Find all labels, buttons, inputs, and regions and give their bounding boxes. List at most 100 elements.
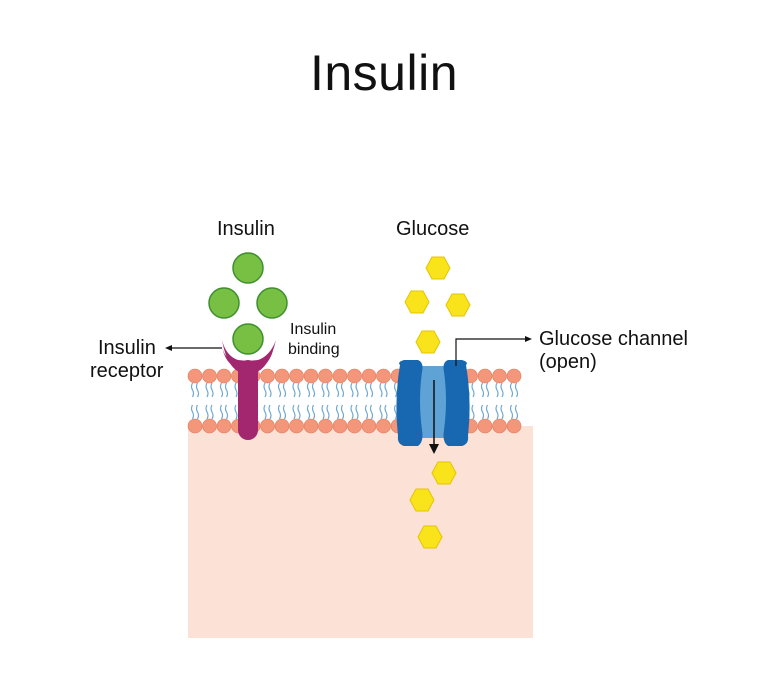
lipid-tail bbox=[480, 382, 485, 398]
lipid-tail bbox=[219, 404, 224, 420]
glucose-molecule bbox=[431, 461, 457, 485]
lipid-tail bbox=[190, 382, 195, 398]
lipid-tail bbox=[224, 382, 229, 398]
lipid-tail bbox=[205, 404, 209, 420]
lipid-tail bbox=[195, 382, 200, 398]
lipid-tail bbox=[306, 382, 311, 398]
cytoplasm bbox=[188, 426, 533, 638]
lipid-tail bbox=[355, 382, 359, 398]
lipid-tail bbox=[514, 382, 519, 398]
lipid-tail bbox=[234, 404, 238, 420]
glucose-channel-label-line2: (open) bbox=[539, 351, 597, 373]
lipid-head bbox=[318, 418, 333, 434]
lipid-head bbox=[376, 418, 391, 434]
lipid-tail bbox=[393, 382, 398, 398]
lipid-head bbox=[260, 418, 275, 434]
lipid-tail bbox=[369, 404, 374, 420]
lipid-head bbox=[187, 418, 203, 434]
lipid-head bbox=[216, 368, 232, 384]
lipid-head bbox=[216, 418, 232, 434]
lipid-tail bbox=[471, 404, 475, 420]
lipid-tail bbox=[224, 404, 229, 420]
glucose-label: Glucose bbox=[396, 218, 470, 240]
insulin-binding-label-line2: binding bbox=[288, 341, 340, 358]
lipid-tail bbox=[292, 404, 296, 420]
lipid-head bbox=[361, 368, 377, 384]
lipid-tail bbox=[277, 382, 282, 398]
lipid-tail bbox=[509, 404, 514, 420]
lipid-tail bbox=[480, 404, 485, 420]
lipid-head bbox=[332, 368, 348, 384]
lipid-tail bbox=[321, 382, 325, 398]
glucose-channel-label-line1: Glucose channel bbox=[539, 328, 688, 350]
glucose-channel-label: Glucose channel (open) bbox=[539, 328, 688, 374]
lipid-tail bbox=[509, 382, 514, 398]
lipid-tail bbox=[311, 404, 316, 420]
lipid-tail bbox=[379, 404, 383, 420]
lipid-tail bbox=[326, 382, 330, 398]
insulin-receptor bbox=[222, 340, 276, 440]
lipid-head bbox=[303, 368, 319, 384]
lipid-tail bbox=[234, 382, 238, 398]
glucose-molecule bbox=[417, 525, 443, 549]
glucose-molecule bbox=[409, 488, 435, 512]
lipid-tail bbox=[335, 382, 340, 398]
lipid-tail bbox=[340, 382, 345, 398]
lipid-tail bbox=[297, 404, 301, 420]
lipid-tail bbox=[500, 404, 504, 420]
lipid-tail bbox=[190, 404, 195, 420]
lipid-head bbox=[274, 368, 290, 384]
glucose-molecule bbox=[415, 330, 441, 354]
insulin-molecule bbox=[256, 287, 288, 319]
lipid-tail bbox=[364, 404, 369, 420]
lipid-tail bbox=[350, 382, 354, 398]
page-title: Insulin bbox=[309, 45, 459, 101]
lipid-tail bbox=[311, 382, 316, 398]
lipid-tail bbox=[379, 382, 383, 398]
lipid-tail bbox=[485, 404, 490, 420]
glucose-molecule bbox=[404, 290, 430, 314]
lipid-head bbox=[347, 368, 362, 384]
lipid-head bbox=[202, 418, 217, 434]
lipid-tail bbox=[210, 382, 214, 398]
lipid-tail bbox=[335, 404, 340, 420]
lipid-tail bbox=[277, 404, 282, 420]
insulin-receptor-label-line2: receptor bbox=[90, 360, 164, 382]
lipid-tail bbox=[219, 382, 224, 398]
insulin-binding-label-line1: Insulin bbox=[290, 321, 337, 338]
lipid-tail bbox=[350, 404, 354, 420]
lipid-tail bbox=[263, 404, 267, 420]
lipid-tail bbox=[384, 382, 388, 398]
lipid-head bbox=[260, 368, 275, 384]
glucose-molecules bbox=[404, 256, 471, 549]
lipid-head bbox=[303, 418, 319, 434]
glucose-molecule bbox=[425, 256, 451, 280]
lipid-head bbox=[506, 418, 522, 434]
lipid-tail bbox=[268, 382, 272, 398]
lipid-tail bbox=[369, 382, 374, 398]
lipid-tail bbox=[282, 382, 287, 398]
lipid-tail bbox=[297, 382, 301, 398]
lipid-tail bbox=[321, 404, 325, 420]
lipid-tail bbox=[195, 404, 200, 420]
lipid-tail bbox=[205, 382, 209, 398]
lipid-tail bbox=[495, 404, 499, 420]
lipid-tail bbox=[495, 382, 499, 398]
insulin-label: Insulin bbox=[217, 218, 275, 240]
insulin-molecules bbox=[208, 252, 288, 355]
lipid-tail bbox=[514, 404, 519, 420]
insulin-receptor-label: Insulin receptor bbox=[90, 337, 163, 383]
lipid-head bbox=[332, 418, 348, 434]
insulin-molecule bbox=[208, 287, 240, 319]
lipid-tail bbox=[210, 404, 214, 420]
lipid-head bbox=[187, 368, 203, 384]
insulin-molecule-bound bbox=[232, 323, 264, 355]
insulin-binding-label: Insulin binding bbox=[288, 320, 340, 360]
lipid-tail bbox=[500, 382, 504, 398]
lipid-tail bbox=[355, 404, 359, 420]
lipid-tail bbox=[384, 404, 388, 420]
lipid-tail bbox=[393, 404, 398, 420]
lipid-tail bbox=[485, 382, 490, 398]
lipid-head bbox=[202, 368, 217, 384]
lipid-tail bbox=[471, 382, 475, 398]
